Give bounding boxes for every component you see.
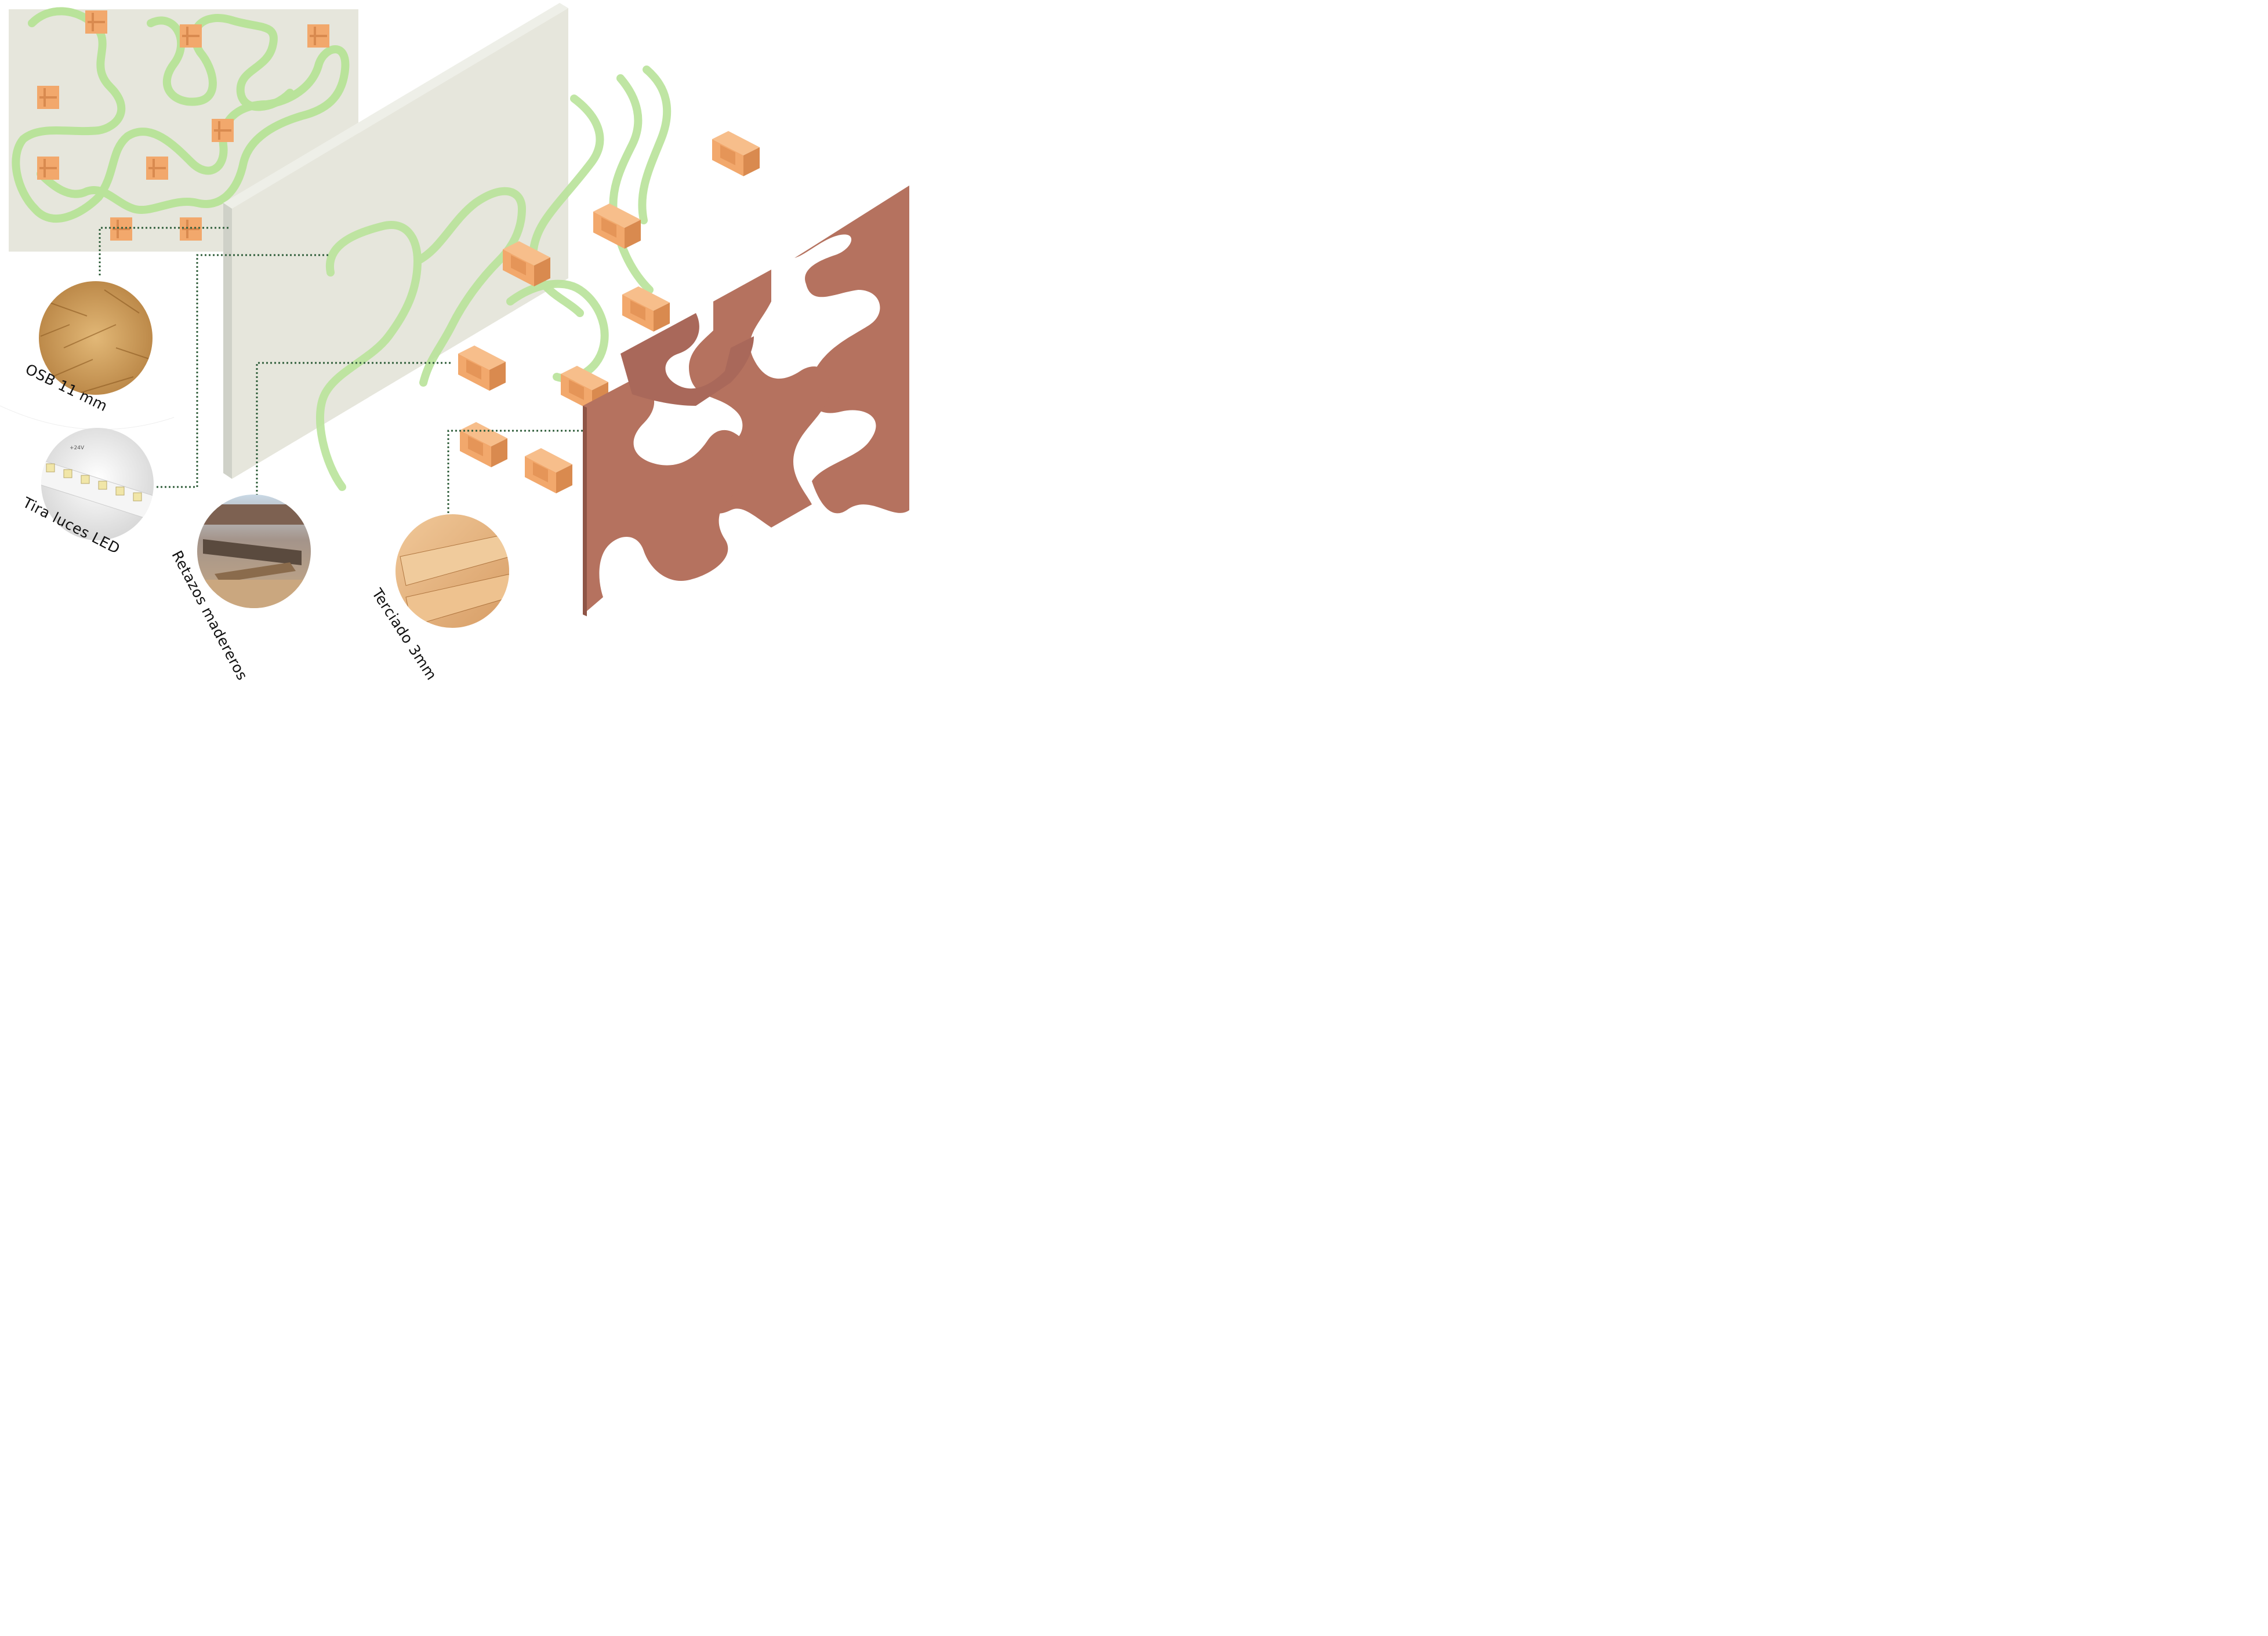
wood-block	[622, 286, 670, 332]
leader-line-led	[157, 254, 331, 488]
osb-panel-iso	[223, 3, 568, 479]
osb-sample-circle	[39, 281, 153, 395]
wood-block	[525, 448, 572, 493]
front-block	[146, 157, 168, 180]
exploded-assembly-diagram: +24V	[0, 3, 909, 628]
plywood-panel-front-edge	[583, 406, 587, 616]
wood-block	[460, 422, 507, 467]
plywood-panels	[583, 186, 909, 616]
front-block	[180, 24, 202, 48]
wood-block	[712, 131, 760, 176]
front-block	[37, 86, 59, 109]
plywood-panel-front	[583, 377, 754, 615]
front-block	[37, 157, 59, 180]
osb-panel-top-edge	[223, 3, 568, 209]
terciado-sample-circle	[395, 514, 509, 628]
front-block	[307, 24, 329, 48]
leader-line-terciado	[447, 430, 583, 513]
front-view-panel	[9, 7, 358, 252]
front-block	[85, 10, 107, 34]
background-arc	[0, 405, 175, 430]
retazos-sample-circle	[197, 495, 311, 608]
leader-lines	[99, 227, 583, 513]
front-blocks	[37, 10, 329, 241]
led-sample-circle: +24V	[41, 428, 154, 540]
front-block	[212, 119, 234, 142]
plywood-panel-right	[794, 186, 909, 514]
front-block	[180, 217, 202, 241]
wood-block	[458, 346, 506, 391]
plywood-panel-back	[620, 313, 754, 406]
led-strip-text: +24V	[70, 445, 85, 451]
osb-panel-face	[232, 8, 568, 479]
osb-panel-side	[223, 203, 232, 479]
led-strip-front	[12, 7, 350, 223]
front-block	[110, 217, 132, 241]
wood-block	[593, 203, 641, 249]
leader-line-osb	[99, 227, 231, 275]
